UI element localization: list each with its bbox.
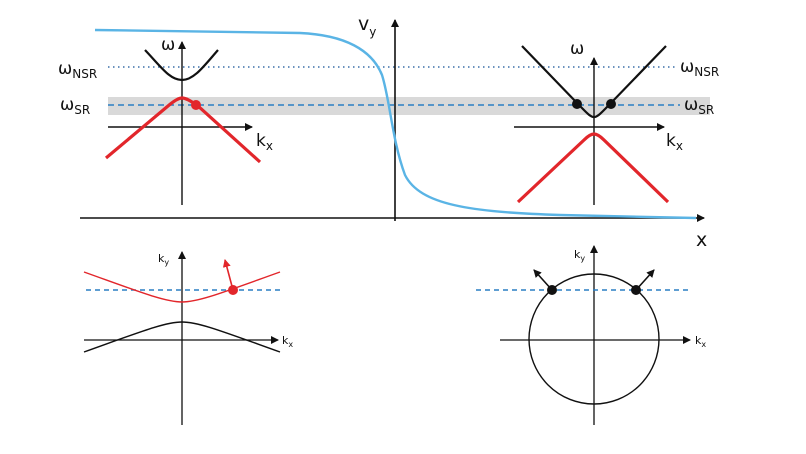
bl-ky-label: ky xyxy=(158,252,169,267)
inset-right-kx-label: kx xyxy=(666,131,683,153)
br-black-dot-right xyxy=(631,285,641,295)
inset-left-kx-label: kx xyxy=(256,131,273,153)
inset-right-omega-label: ω xyxy=(570,39,584,59)
nsr-label-left: ωNSR xyxy=(58,59,97,81)
main-vy-axis-label: vy xyxy=(358,13,376,39)
br-circle-contour xyxy=(528,273,660,405)
br-ky-label: ky xyxy=(574,248,585,263)
br-black-dot-left xyxy=(547,285,557,295)
inset-right-lower-band xyxy=(516,132,670,204)
inset-left-red-dot xyxy=(191,100,201,110)
nsr-label-right: ωNSR xyxy=(680,57,719,79)
sr-band xyxy=(108,97,710,115)
inset-right-black-dot-right xyxy=(606,99,616,109)
inset-left-omega-label: ω xyxy=(161,35,175,55)
bl-group-velocity-arrow xyxy=(222,259,234,291)
bl-black-contour xyxy=(83,321,281,353)
bottom-left-panel: ky kx xyxy=(83,251,293,425)
br-kx-label: kx xyxy=(695,334,706,349)
top-left-inset: ω kx xyxy=(104,35,273,205)
bl-kx-label: kx xyxy=(282,334,293,349)
top-right-inset: ω kx xyxy=(514,39,683,205)
velocity-profile-curve xyxy=(94,28,697,220)
main-x-axis-label: x xyxy=(696,229,707,251)
bl-red-dot xyxy=(228,285,238,295)
sr-label-right: ωSR xyxy=(684,95,714,117)
inset-left-upper-band xyxy=(144,49,219,82)
bottom-right-panel: ky kx xyxy=(476,245,706,425)
sr-label-left: ωSR xyxy=(60,95,90,117)
inset-right-upper-band xyxy=(521,45,667,119)
inset-right-black-dot-left xyxy=(572,99,582,109)
